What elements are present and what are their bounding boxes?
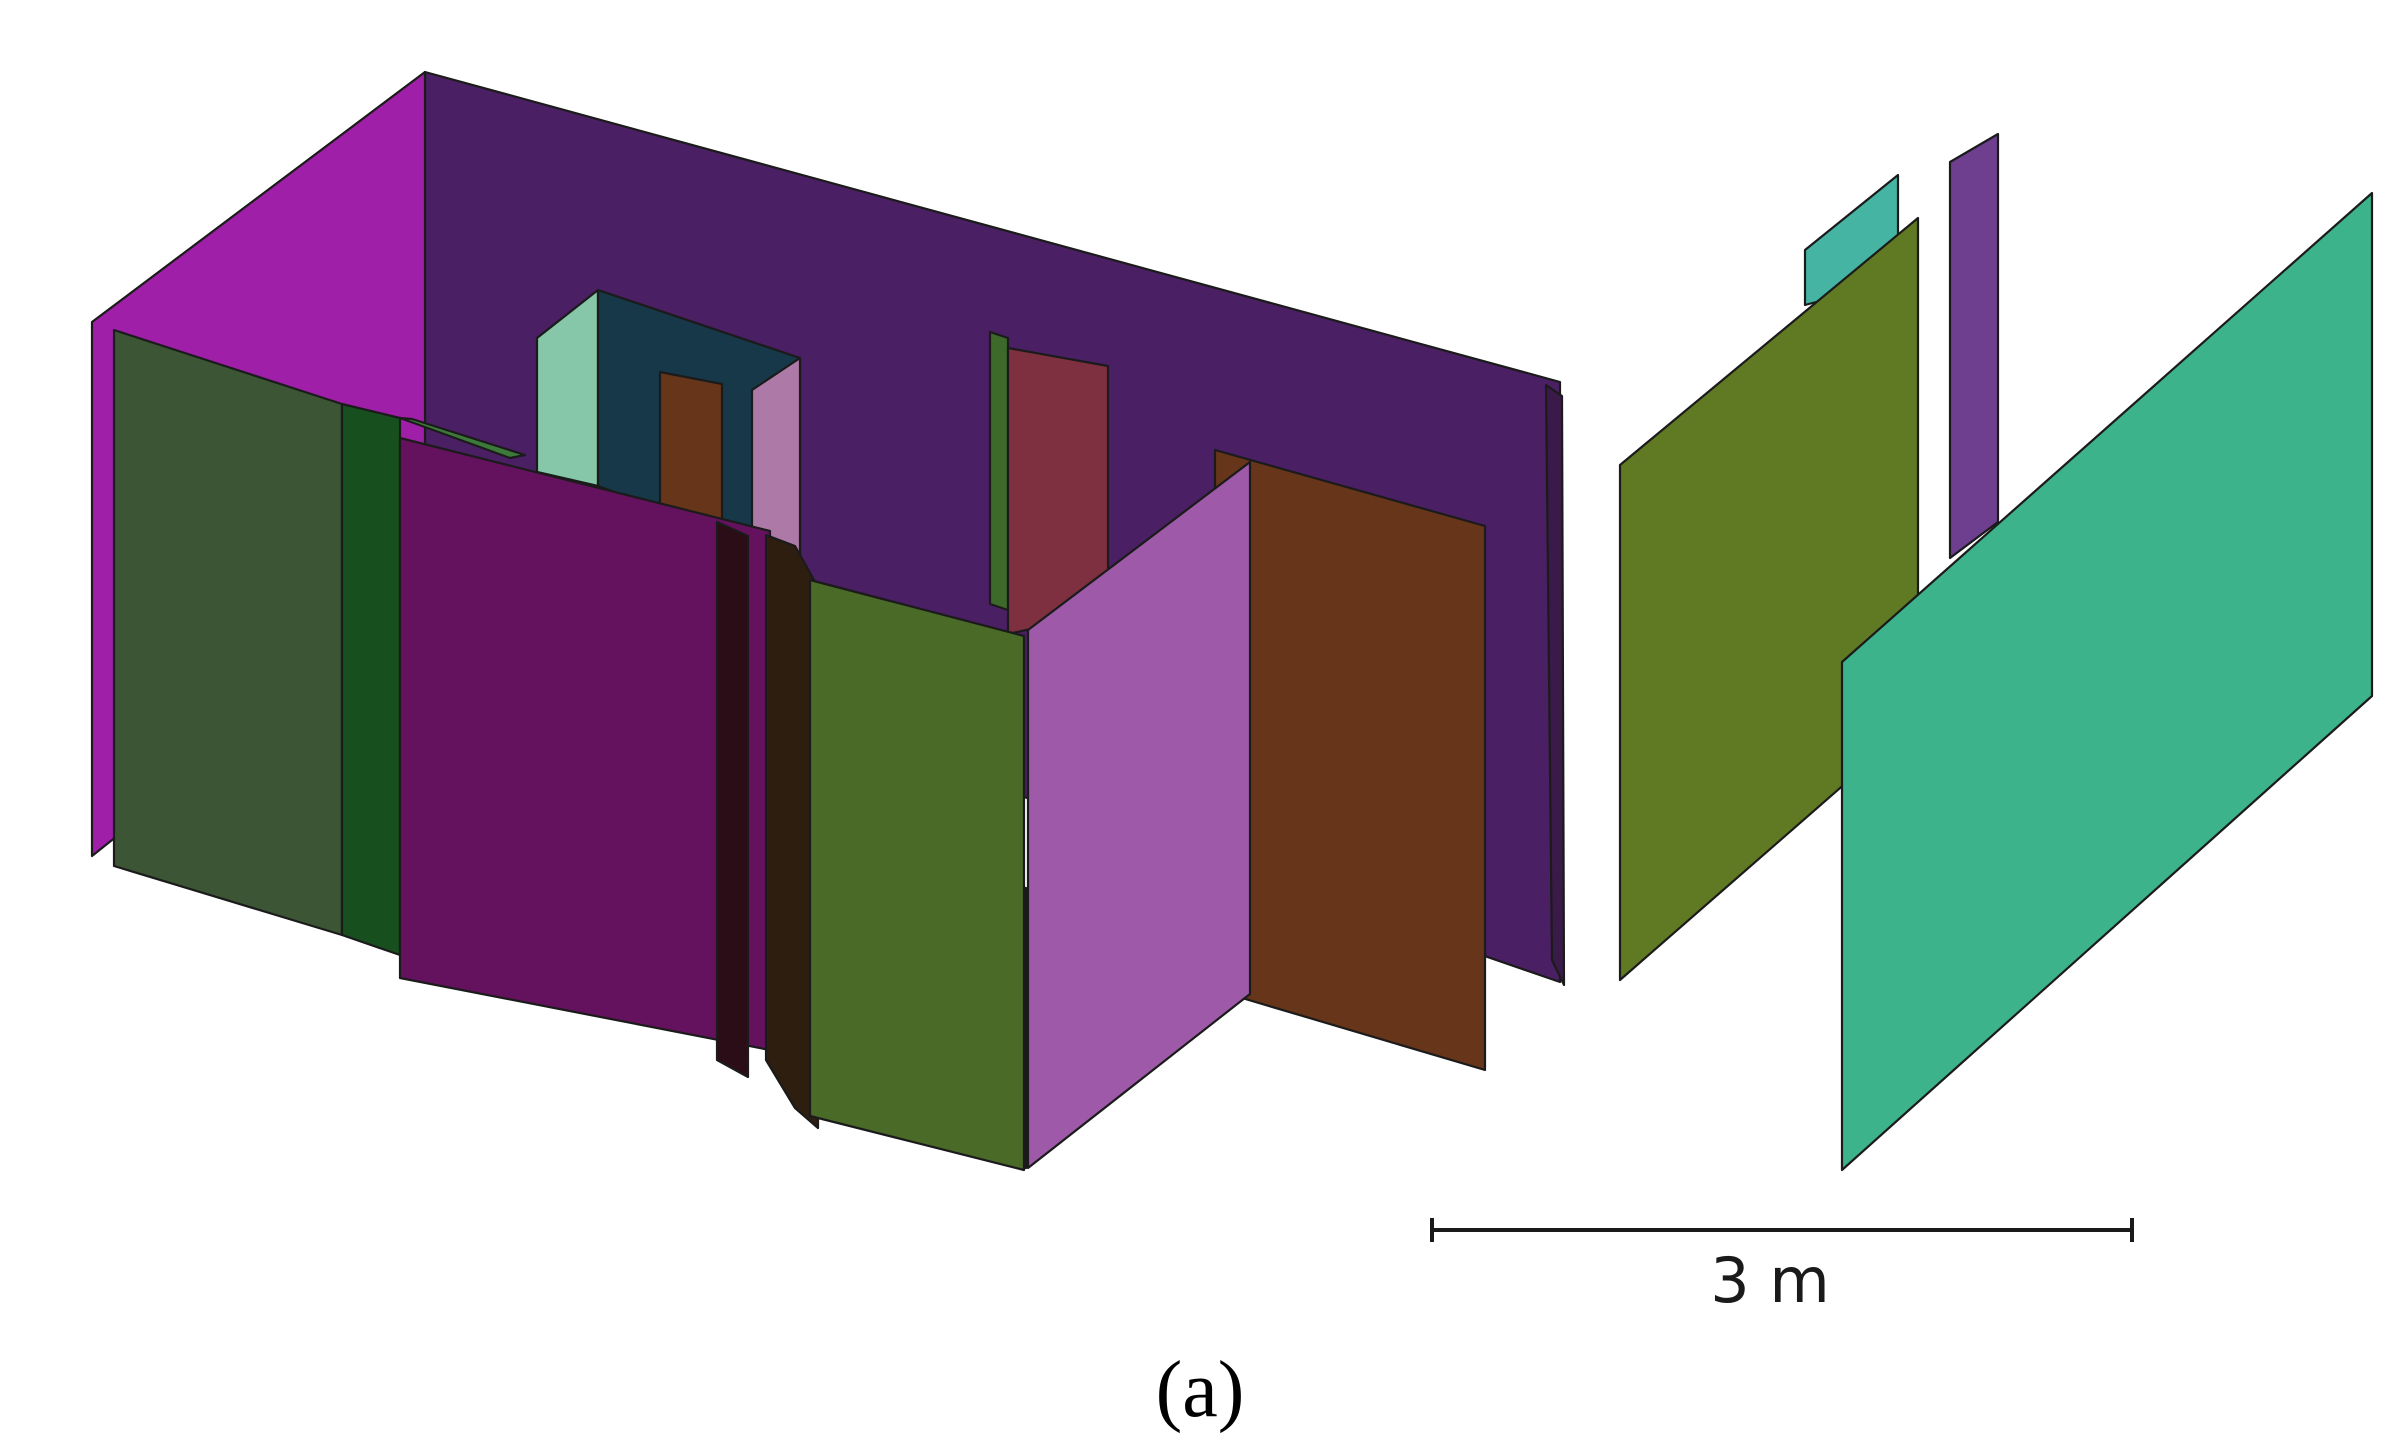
- tall-purple-panel: [1948, 132, 2000, 560]
- doorway-brown-panel: [658, 370, 724, 522]
- front-green-panel: [808, 578, 1026, 1172]
- figure-caption: (a): [1155, 1346, 1245, 1434]
- brown-panel: [1213, 448, 1487, 1072]
- large-teal-panel: [1840, 191, 2374, 1172]
- front-center-panel: [398, 436, 772, 1052]
- front-lilac-panel: [1026, 460, 1252, 1170]
- front-left-green-sliver: [398, 416, 527, 460]
- back-wall-edge-panel: [1544, 383, 1566, 987]
- scale-bar-label: 3 m: [1710, 1244, 1830, 1317]
- front-dark-fin-panel: [715, 520, 750, 1079]
- front-left-panel: [112, 328, 344, 937]
- front-dark-corner-panel: [764, 533, 820, 1130]
- corridor-green-edge-panel: [988, 330, 1010, 612]
- front-left-dark-green-panel: [340, 402, 402, 957]
